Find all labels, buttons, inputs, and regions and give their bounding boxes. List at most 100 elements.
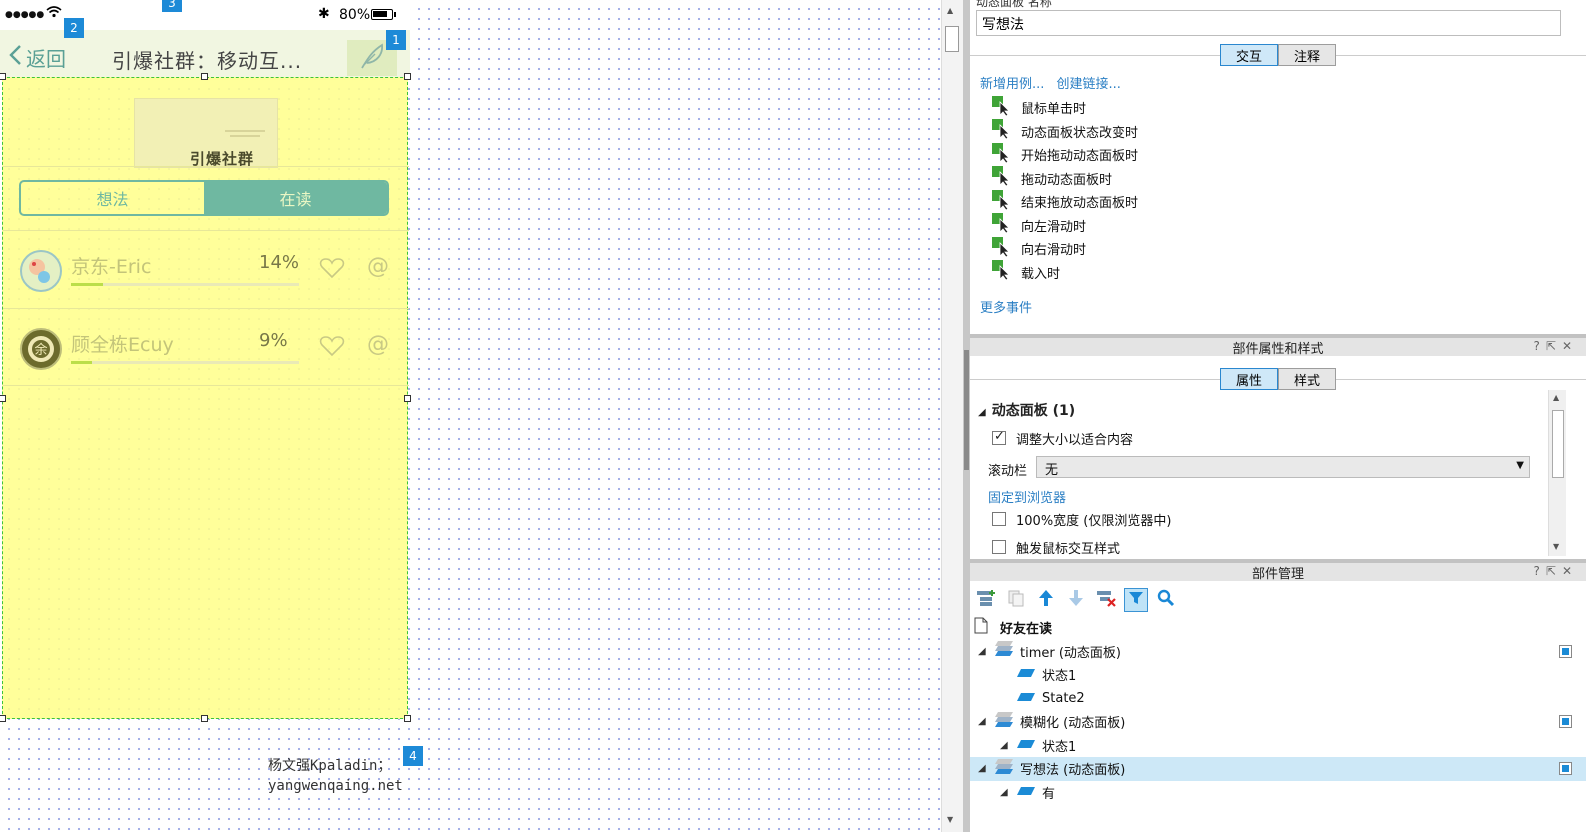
section-heading[interactable]: ◢动态面板 (1) bbox=[978, 400, 1075, 420]
visibility-toggle[interactable] bbox=[1559, 715, 1572, 728]
reader-name: 顾全栋Ecuy bbox=[71, 334, 174, 356]
tab-ideas[interactable]: 想法 bbox=[96, 190, 129, 209]
tree-panel-row[interactable]: ◢timer (动态面板) bbox=[970, 640, 1586, 664]
scrollbar-thumb[interactable] bbox=[1552, 410, 1564, 478]
tab-style[interactable]: 样式 bbox=[1278, 368, 1336, 390]
resize-handle[interactable] bbox=[201, 73, 208, 80]
scroll-down-icon[interactable]: ▼ bbox=[1553, 542, 1560, 551]
interaction-tabs: 交互 注释 bbox=[970, 44, 1586, 68]
mention-icon[interactable]: @ bbox=[367, 254, 389, 279]
tab-notes[interactable]: 注释 bbox=[1278, 44, 1336, 66]
design-canvas[interactable]: ●●●●● ✱ 80% 返回 引爆社群：移动互... bbox=[0, 0, 945, 832]
resize-handle[interactable] bbox=[404, 715, 411, 722]
tab-reading[interactable]: 在读 bbox=[204, 182, 387, 214]
wifi-icon bbox=[46, 6, 62, 22]
expand-triangle-icon[interactable]: ◢ bbox=[978, 763, 986, 775]
footnote-badge[interactable]: 3 bbox=[162, 0, 182, 12]
footnote-badge[interactable]: 1 bbox=[386, 30, 406, 50]
event-list: 鼠标单击时动态面板状态改变时开始拖动动态面板时拖动动态面板时结束拖放动态面板时向… bbox=[992, 95, 1138, 285]
fit-content-checkbox[interactable] bbox=[992, 429, 1006, 445]
svg-text:余: 余 bbox=[34, 342, 47, 358]
resize-handle[interactable] bbox=[404, 395, 411, 402]
pane-controls[interactable]: ?⇱✕ bbox=[1533, 564, 1578, 578]
resize-handle[interactable] bbox=[0, 73, 6, 80]
tab-properties[interactable]: 属性 bbox=[1220, 368, 1278, 390]
mention-icon[interactable]: @ bbox=[367, 332, 389, 357]
heart-icon[interactable] bbox=[319, 257, 345, 283]
property-tabs: 属性 样式 bbox=[970, 368, 1586, 392]
selected-dynamic-panel[interactable]: 引爆社群 想法 在读 京东-Eric 14% @ 余 顾全栋Ecuy bbox=[2, 77, 409, 719]
resize-handle[interactable] bbox=[0, 395, 6, 402]
panel-splitter[interactable] bbox=[963, 0, 970, 832]
filter-button[interactable] bbox=[1124, 588, 1148, 612]
avatar: 余 bbox=[20, 328, 62, 370]
add-case-link[interactable]: 新增用例... bbox=[980, 77, 1045, 92]
move-up-button[interactable] bbox=[1034, 588, 1058, 612]
scroll-down-icon[interactable]: ▼ bbox=[947, 815, 954, 824]
tree-panel-row[interactable]: ◢写想法 (动态面板) bbox=[970, 757, 1586, 781]
back-button[interactable]: 返回 bbox=[8, 43, 66, 72]
duplicate-state-button[interactable] bbox=[1004, 588, 1028, 612]
tree-page-row[interactable]: 好友在读 bbox=[970, 616, 1586, 640]
pin-to-browser-link[interactable]: 固定到浏览器 bbox=[988, 491, 1067, 506]
event-item[interactable]: 向左滑动时 bbox=[992, 213, 1138, 238]
tree-state-row[interactable]: ◢ 状态1 bbox=[970, 734, 1586, 758]
event-label: 鼠标单击时 bbox=[1021, 102, 1087, 118]
scroll-up-icon[interactable]: ▲ bbox=[1553, 393, 1560, 402]
visibility-toggle[interactable] bbox=[1559, 762, 1572, 775]
book-cover-title: 引爆社群 bbox=[190, 150, 255, 168]
divider bbox=[3, 385, 409, 386]
event-item[interactable]: 动态面板状态改变时 bbox=[992, 119, 1138, 144]
tree-state-row[interactable]: ◢有 bbox=[970, 781, 1586, 805]
search-button[interactable] bbox=[1154, 588, 1178, 612]
status-bar: ●●●●● ✱ 80% bbox=[0, 0, 410, 30]
footnote-badge[interactable]: 4 bbox=[403, 746, 423, 766]
expand-triangle-icon[interactable]: ◢ bbox=[978, 645, 986, 657]
event-cursor-icon bbox=[992, 236, 1012, 261]
event-item[interactable]: 载入时 bbox=[992, 260, 1138, 285]
filter-icon bbox=[1128, 590, 1144, 610]
scroll-up-icon[interactable]: ▲ bbox=[947, 6, 954, 15]
footnote-badge[interactable]: 2 bbox=[64, 18, 84, 38]
move-down-button[interactable] bbox=[1064, 588, 1088, 612]
resize-handle[interactable] bbox=[404, 73, 411, 80]
event-item[interactable]: 拖动动态面板时 bbox=[992, 166, 1138, 191]
scrollbar-thumb[interactable] bbox=[945, 26, 959, 52]
panel-name-input[interactable]: 写想法 bbox=[976, 10, 1561, 36]
tree-label: 状态1 bbox=[1042, 739, 1077, 755]
expand-triangle-icon[interactable]: ◢ bbox=[1000, 739, 1008, 751]
event-item[interactable]: 鼠标单击时 bbox=[992, 95, 1138, 120]
scrollbar-select[interactable]: 无 ▼ bbox=[1036, 456, 1530, 478]
resize-handle[interactable] bbox=[201, 715, 208, 722]
visibility-toggle[interactable] bbox=[1559, 644, 1572, 658]
expand-triangle-icon[interactable]: ◢ bbox=[1000, 786, 1008, 798]
event-item[interactable]: 向右滑动时 bbox=[992, 236, 1138, 261]
tree-state-row[interactable]: 状态1 bbox=[970, 663, 1586, 687]
add-state-button[interactable] bbox=[974, 588, 998, 612]
heart-icon[interactable] bbox=[319, 335, 345, 361]
state-icon bbox=[1016, 667, 1036, 682]
scrollbar-label: 滚动栏 bbox=[988, 464, 1028, 479]
event-cursor-icon bbox=[992, 260, 1012, 284]
progress-track bbox=[71, 361, 299, 364]
resize-handle[interactable] bbox=[0, 715, 6, 722]
signal-dots: ●●●●● bbox=[5, 10, 45, 20]
tab-interaction[interactable]: 交互 bbox=[1220, 44, 1278, 66]
reader-row[interactable]: 余 顾全栋Ecuy 9% @ bbox=[3, 310, 409, 386]
tree-state-row[interactable]: State2 bbox=[970, 687, 1586, 711]
splitter-grip[interactable] bbox=[964, 350, 969, 470]
canvas-scrollbar[interactable]: ▲ ▼ bbox=[941, 0, 963, 832]
tree-panel-row[interactable]: ◢模糊化 (动态面板) bbox=[970, 710, 1586, 734]
full-width-checkbox[interactable] bbox=[992, 512, 1006, 526]
section-title: 部件属性和样式 bbox=[1232, 341, 1324, 357]
trigger-mouse-checkbox[interactable] bbox=[992, 540, 1006, 554]
properties-scrollbar[interactable]: ▲ ▼ bbox=[1548, 390, 1566, 556]
event-item[interactable]: 开始拖动动态面板时 bbox=[992, 142, 1138, 167]
pane-controls[interactable]: ?⇱✕ bbox=[1533, 339, 1578, 353]
expand-triangle-icon[interactable]: ◢ bbox=[978, 716, 986, 728]
event-item[interactable]: 结束拖放动态面板时 bbox=[992, 189, 1138, 214]
create-link-link[interactable]: 创建链接... bbox=[1056, 77, 1121, 92]
delete-state-button[interactable] bbox=[1094, 588, 1118, 612]
reader-row[interactable]: 京东-Eric 14% @ bbox=[3, 232, 409, 308]
more-events-link[interactable]: 更多事件 bbox=[980, 301, 1033, 316]
